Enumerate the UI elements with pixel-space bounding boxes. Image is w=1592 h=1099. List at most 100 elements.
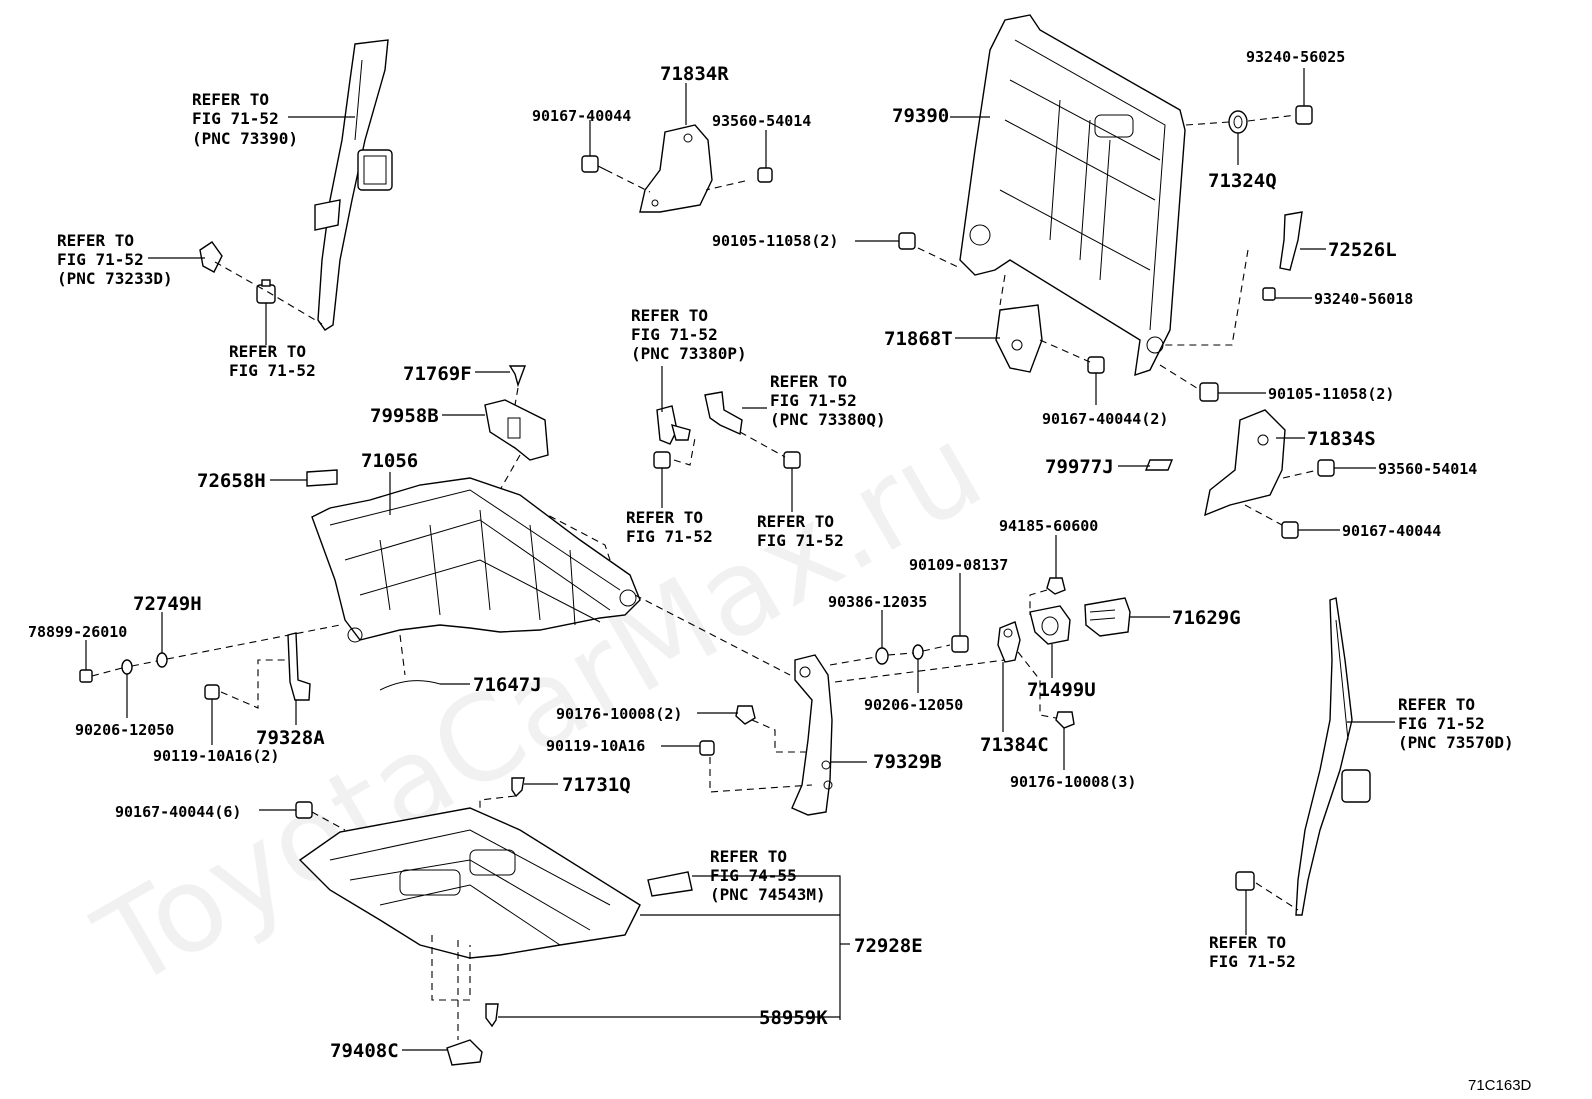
pad-72658H	[306, 469, 338, 487]
refer-line: REFER TO	[1209, 933, 1286, 952]
bolt-93240-56025	[1295, 105, 1313, 125]
refer-line: (PNC 74543M)	[710, 885, 826, 904]
cover-72526L	[1279, 211, 1303, 271]
label-79328A: 79328A	[256, 727, 325, 749]
label-93560-54014-a: 93560-54014	[712, 112, 811, 130]
bolt-78899-26010	[79, 669, 93, 683]
washer-90206-12050-b	[912, 644, 924, 660]
grommet-71324Q	[1228, 110, 1248, 134]
anchor-clip-left	[199, 241, 223, 273]
clip-71769F	[508, 365, 527, 388]
label-71499U: 71499U	[1027, 679, 1096, 701]
label-72928E: 72928E	[854, 935, 923, 957]
refer-line: FIG 71-52	[770, 391, 857, 410]
label-90206-12050-a: 90206-12050	[75, 721, 174, 739]
seat-cushion-frame-71056	[311, 477, 641, 643]
bolt-90167-40044-b	[1281, 521, 1299, 539]
lock-73380Q	[704, 391, 743, 436]
refer-line: FIG 71-52	[631, 325, 718, 344]
label-79329B: 79329B	[873, 751, 942, 773]
nut-94185-60600	[1046, 577, 1066, 595]
label-90176-10008-3: 90176-10008(3)	[1010, 773, 1136, 791]
bracket-71384C	[997, 621, 1021, 663]
bracket-71868T	[995, 304, 1043, 373]
label-72658H: 72658H	[197, 470, 266, 492]
bolt-90167-40044-6	[295, 801, 313, 819]
bolt-90105-11058-a	[898, 232, 916, 250]
seat-cushion-tray-72928E	[298, 807, 641, 959]
dash-belt-left	[214, 261, 323, 325]
refer-block-r6: REFER TO FIG 71-52	[626, 508, 713, 546]
label-72526L: 72526L	[1328, 239, 1397, 261]
cover-71834S	[1204, 409, 1286, 517]
label-90167-40044-b: 90167-40044	[1342, 522, 1441, 540]
bracket-71499U	[1029, 605, 1071, 645]
refer-line: FIG 71-52	[626, 527, 713, 546]
label-90119-10A16-2: 90119-10A16(2)	[153, 747, 279, 765]
refer-line: REFER TO	[626, 508, 703, 527]
label-93240-56018: 93240-56018	[1314, 290, 1413, 308]
refer-line: FIG 71-52	[1209, 952, 1296, 971]
handle-71629G	[1084, 597, 1131, 637]
label-90109-08137: 90109-08137	[909, 556, 1008, 574]
label-90167-40044-a: 90167-40044	[532, 107, 631, 125]
refer-block-r1: REFER TO FIG 71-52 (PNC 73390)	[192, 90, 298, 148]
refer-line: REFER TO	[770, 372, 847, 391]
bolt-90167-40044-2	[1087, 356, 1105, 374]
bolt-93240-56018	[1262, 287, 1276, 301]
label-71834R: 71834R	[660, 63, 729, 85]
label-93240-56025: 93240-56025	[1246, 48, 1345, 66]
bracket-79408C	[446, 1039, 483, 1066]
refer-line: (PNC 73390)	[192, 129, 298, 148]
bolt-lock-right	[783, 451, 801, 469]
label-71647J: 71647J	[473, 674, 542, 696]
refer-line: REFER TO	[229, 342, 306, 361]
label-71731Q: 71731Q	[562, 774, 631, 796]
label-78899-26010: 78899-26010	[28, 623, 127, 641]
screw-93560-54014-a	[757, 167, 773, 183]
refer-block-r10: REFER TO FIG 71-52	[1209, 933, 1296, 971]
refer-block-r3: REFER TO FIG 71-52	[229, 342, 316, 380]
refer-line: FIG 71-52	[229, 361, 316, 380]
refer-line: FIG 71-52	[192, 109, 279, 128]
lock-73380P	[656, 405, 691, 445]
bracket-79328A	[287, 632, 311, 701]
label-71056: 71056	[361, 450, 418, 472]
refer-block-r5: REFER TO FIG 71-52 (PNC 73380Q)	[770, 372, 886, 429]
refer-line: (PNC 73570D)	[1398, 733, 1514, 752]
refer-block-r7: REFER TO FIG 71-52	[757, 512, 844, 550]
refer-line: (PNC 73380P)	[631, 344, 747, 363]
bolt-90109-08137	[951, 635, 969, 653]
label-90167-40044-6: 90167-40044(6)	[115, 803, 241, 821]
part-labels: 71834R 90167-40044 93560-54014 79390 932…	[28, 48, 1477, 1062]
clip-71731Q	[511, 777, 525, 798]
label-79977J: 79977J	[1045, 456, 1114, 478]
bolt-90105-11058-b	[1199, 382, 1219, 402]
bolt-lock-left	[653, 451, 671, 469]
screw-93560-54014-b	[1317, 459, 1335, 477]
bolt-90119-10A16-2	[204, 684, 220, 700]
nut-90176-10008-2	[735, 705, 756, 725]
refer-line: FIG 71-52	[1398, 714, 1485, 733]
refer-line: FIG 71-52	[757, 531, 844, 550]
refer-line: REFER TO	[57, 231, 134, 250]
refer-block-r8: REFER TO FIG 74-55 (PNC 74543M)	[710, 847, 826, 904]
refer-line: REFER TO	[757, 512, 834, 531]
label-90105-11058-a: 90105-11058(2)	[712, 232, 838, 250]
refer-line: FIG 74-55	[710, 866, 797, 885]
label-72749H: 72749H	[133, 593, 202, 615]
seat-belt-right	[1295, 597, 1371, 916]
label-90386-12035: 90386-12035	[828, 593, 927, 611]
washer-90206-12050-a	[121, 659, 133, 675]
label-71629G: 71629G	[1172, 607, 1241, 629]
label-71324Q: 71324Q	[1208, 170, 1277, 192]
refer-line: (PNC 73380Q)	[770, 410, 886, 429]
label-58959K: 58959K	[759, 1007, 828, 1029]
bracket-79958B	[484, 399, 549, 461]
leader-lines	[85, 68, 1395, 1051]
label-79977J	[1144, 459, 1174, 471]
refer-block-r2: REFER TO FIG 71-52 (PNC 73233D)	[57, 231, 173, 288]
anchor-bolt-right	[1235, 871, 1255, 891]
seat-belt-left	[314, 39, 393, 331]
